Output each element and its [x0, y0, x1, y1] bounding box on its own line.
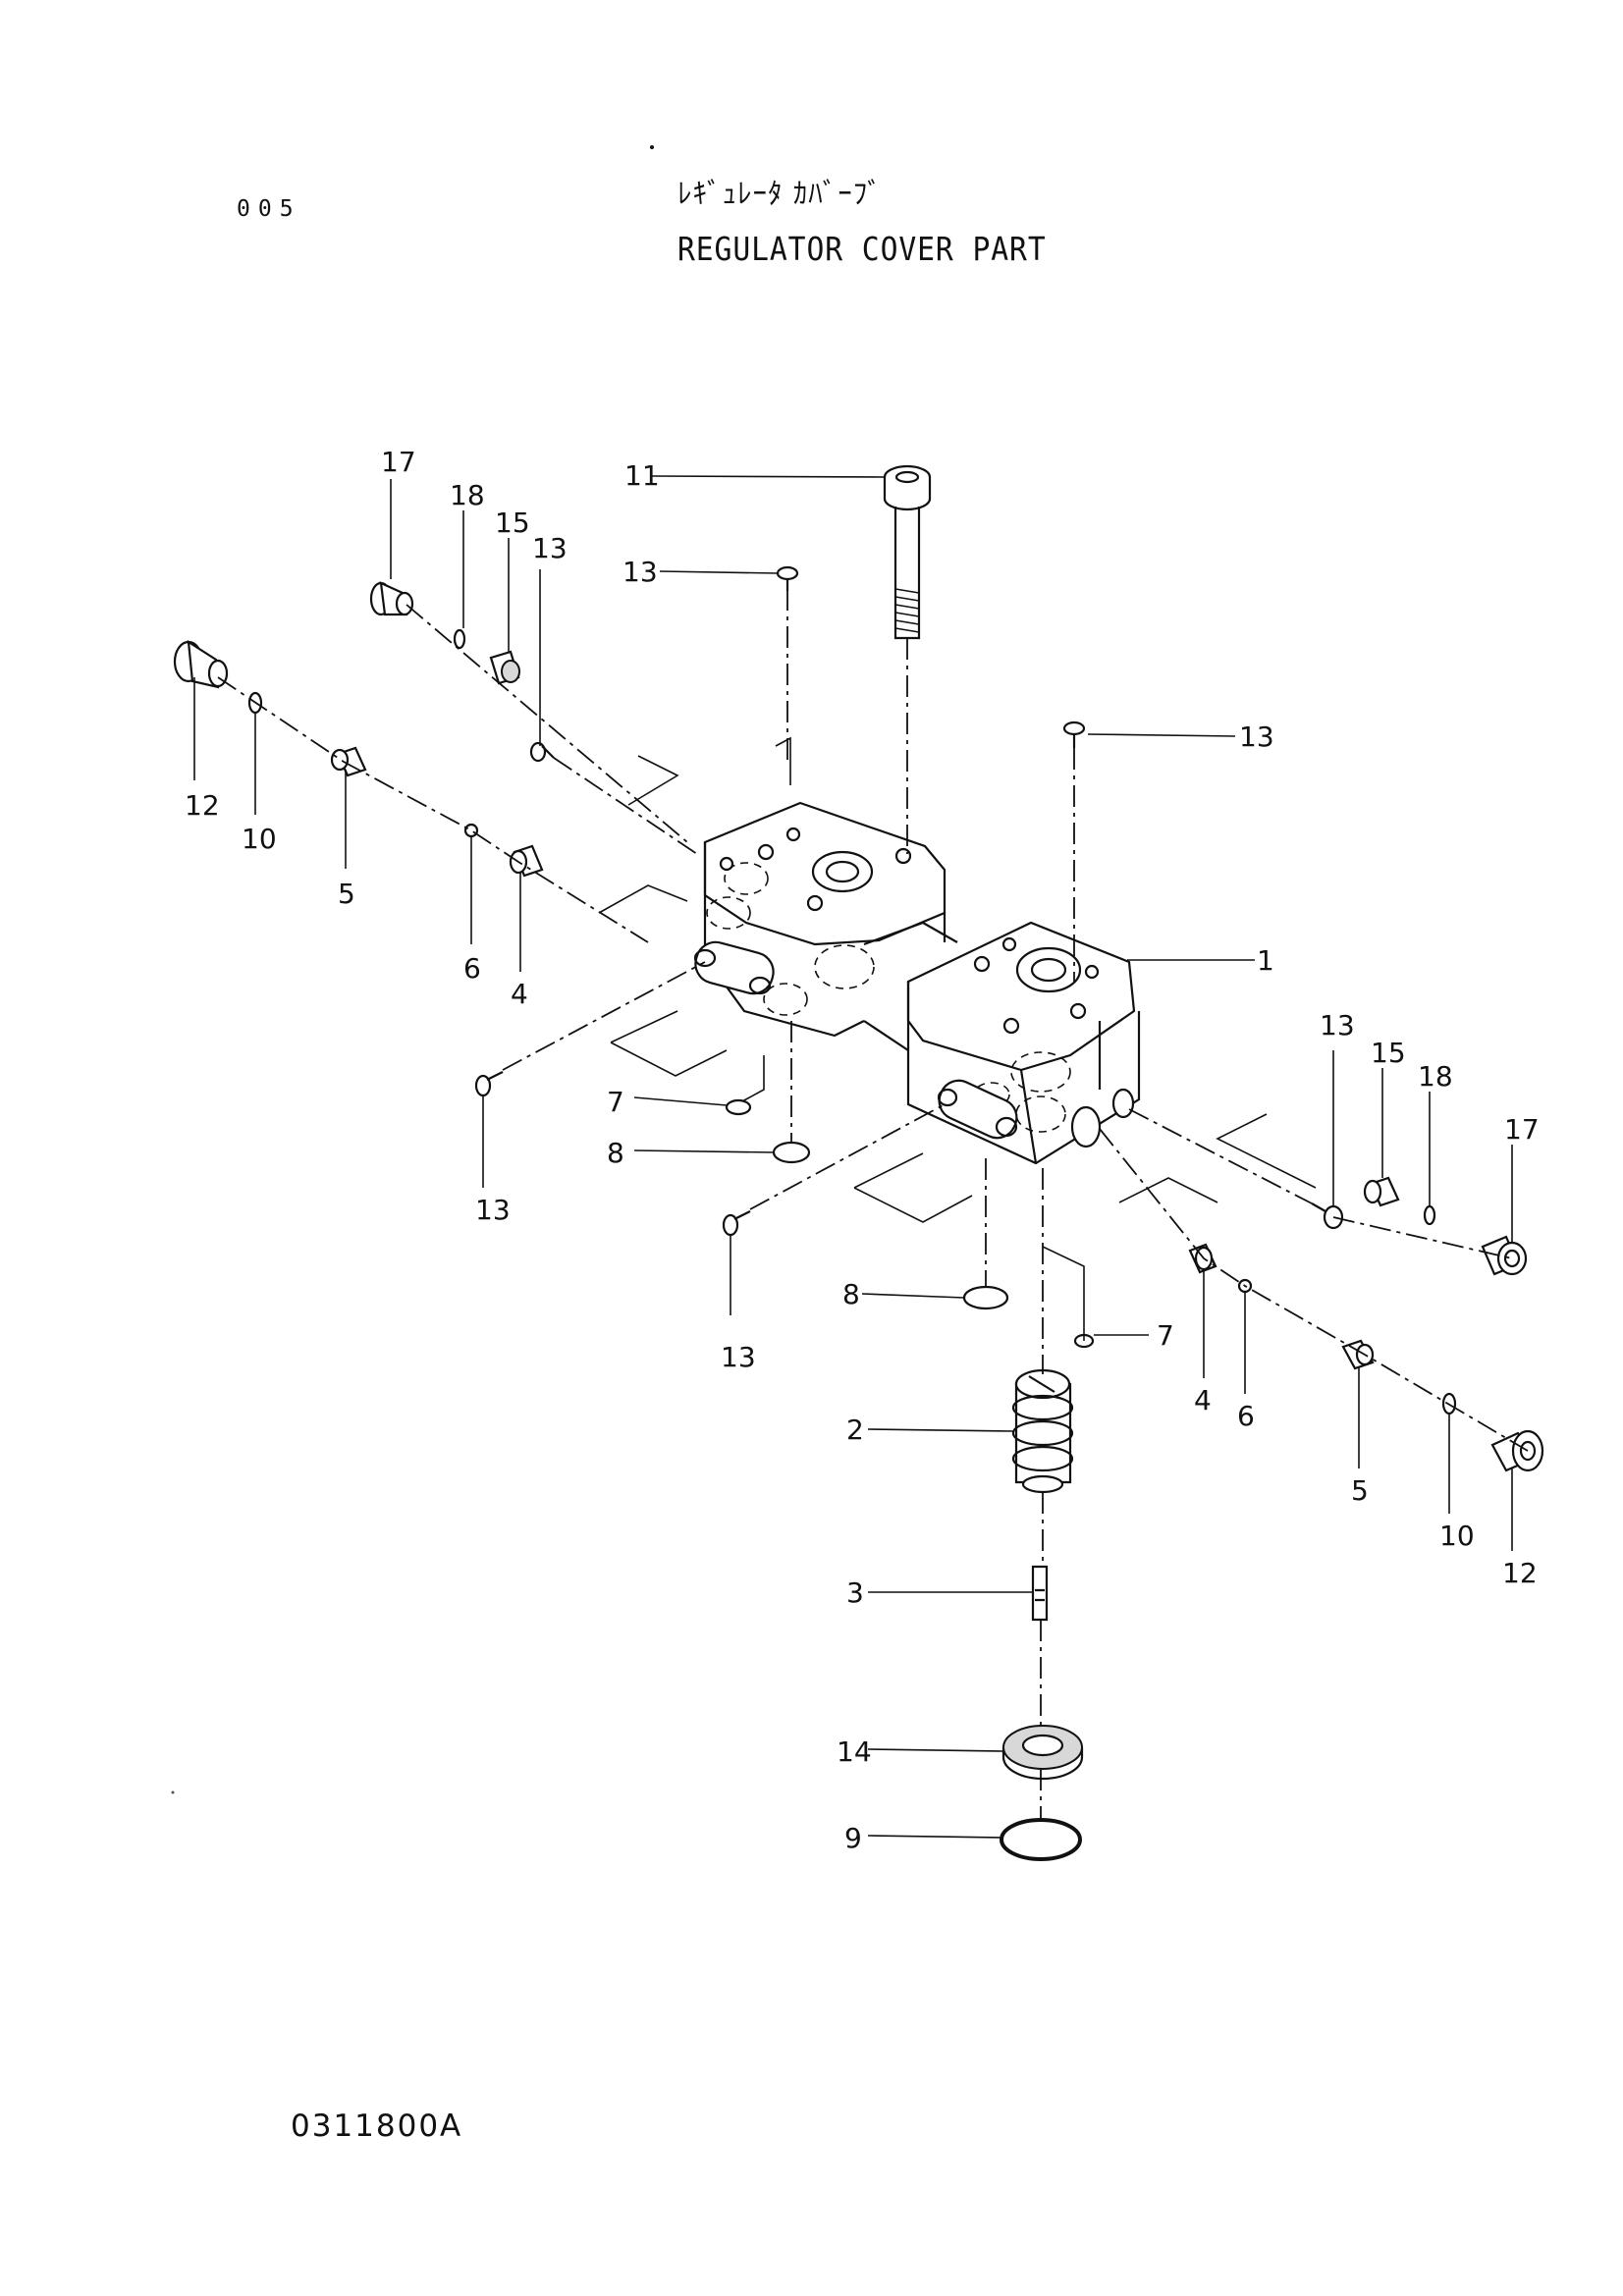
- callout-6-right: 6: [1237, 1400, 1255, 1432]
- housing-neck-bottom: [863, 1020, 909, 1051]
- part-13-screw-front-lower: [722, 1210, 751, 1237]
- part-18-oring-right: [1423, 1204, 1436, 1226]
- callout-13-left-lower: 13: [475, 1194, 511, 1226]
- callout-12-left: 12: [185, 789, 220, 822]
- part-14-washer: [1001, 1725, 1084, 1781]
- callout-5-left: 5: [338, 878, 355, 910]
- callout-7-rear: 7: [607, 1086, 624, 1118]
- callout-13-front-lower: 13: [721, 1341, 756, 1373]
- callout-18-left: 18: [450, 479, 485, 511]
- callout-18-right: 18: [1418, 1060, 1453, 1093]
- callout-13-left-upper: 13: [532, 532, 568, 564]
- part-15-sleeve-left: [489, 650, 520, 685]
- callout-2: 2: [846, 1414, 864, 1446]
- scan-speck: [171, 1790, 175, 1794]
- callout-8-rear: 8: [607, 1137, 624, 1169]
- callout-6-left: 6: [463, 952, 481, 985]
- part-3-pin: [1031, 1565, 1049, 1622]
- part-13-screw-left-lower: [474, 1071, 504, 1097]
- front-housing-block: [906, 921, 1141, 1165]
- part-8-oring-front: [962, 1285, 1009, 1310]
- callout-5-right: 5: [1351, 1474, 1369, 1507]
- part-18-oring-left: [453, 628, 466, 650]
- callout-4-right: 4: [1194, 1384, 1212, 1416]
- callout-13-top-right: 13: [1239, 721, 1274, 753]
- title-english: REGULATOR COVER PART: [677, 230, 1047, 268]
- callout-7-front: 7: [1157, 1319, 1174, 1352]
- callout-13-top: 13: [622, 556, 658, 588]
- callout-9: 9: [844, 1822, 862, 1854]
- part-13-screw-right: [1311, 1202, 1344, 1230]
- part-17-plug-left: [369, 581, 414, 616]
- part-13-screw-left-upper: [529, 741, 555, 763]
- center-lines: [217, 589, 1529, 1818]
- callout-13-right: 13: [1320, 1009, 1355, 1041]
- part-2-spring-spool: [1011, 1368, 1074, 1494]
- part-13-screw-top-right: [1062, 721, 1086, 748]
- part-8-oring-rear: [772, 1141, 811, 1164]
- scan-speck: [650, 145, 654, 149]
- callout-14: 14: [837, 1735, 872, 1768]
- callout-17-right: 17: [1504, 1113, 1540, 1146]
- callout-10-left: 10: [242, 823, 277, 855]
- leader-lines: [193, 475, 1513, 1839]
- drawing-code: 0311800A: [291, 2109, 463, 2144]
- part-13-screw-top: [776, 565, 799, 591]
- callout-4-left: 4: [511, 978, 528, 1010]
- callout-12-right: 12: [1502, 1557, 1538, 1589]
- callout-10-right: 10: [1439, 1520, 1475, 1552]
- callout-15-right: 15: [1371, 1037, 1406, 1069]
- part-11-bolt: [883, 464, 932, 640]
- part-17-plug-right: [1481, 1235, 1528, 1276]
- page-number: 005: [237, 196, 301, 222]
- offset-lines: [598, 736, 1317, 1341]
- callout-labels: 17 18 15 13 11 13 12 10 5 6 4 13 1 7 8 1…: [185, 446, 1540, 1854]
- part-6-ball-left: [463, 823, 479, 838]
- part-7-oring-rear: [725, 1098, 752, 1116]
- part-12-plug-left: [173, 639, 229, 689]
- part-9-oring-large: [1000, 1818, 1082, 1861]
- title-japanese: ﾚｷﾞｭﾚｰﾀ ｶﾊﾞｰﾌﾞ: [677, 177, 883, 210]
- callout-11: 11: [624, 459, 660, 492]
- part-4-seat-left: [509, 844, 544, 878]
- part-15-sleeve-right: [1363, 1176, 1400, 1207]
- callout-8-front: 8: [842, 1278, 860, 1310]
- callout-3: 3: [846, 1576, 864, 1609]
- part-12-plug-right: [1490, 1429, 1544, 1472]
- callout-1: 1: [1257, 944, 1274, 977]
- callout-15-left: 15: [495, 507, 530, 539]
- callout-17-left: 17: [381, 446, 416, 478]
- part-5-plug-left: [330, 746, 367, 777]
- housing-neck-top: [863, 921, 958, 946]
- part-5-plug-right: [1341, 1339, 1375, 1370]
